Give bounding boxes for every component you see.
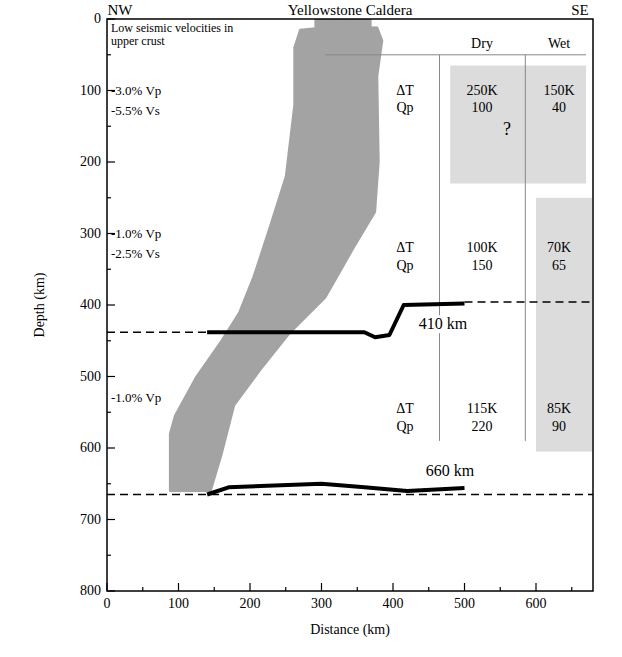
table-value: 150K xyxy=(543,83,574,98)
column-header: Wet xyxy=(548,36,570,51)
velocity-anomaly: -2.5% Vs xyxy=(111,246,160,260)
tick xyxy=(214,587,215,591)
question-mark: ? xyxy=(503,120,511,140)
table-value: 85K xyxy=(547,401,571,416)
tick xyxy=(107,376,115,377)
tick-label: 0 xyxy=(94,11,101,26)
tick-label: 0 xyxy=(104,596,111,611)
tick-label: 600 xyxy=(80,440,101,455)
annotation: Low seismic velocities in upper crust xyxy=(111,22,261,48)
tick-label: 600 xyxy=(526,596,547,611)
tick xyxy=(107,340,111,341)
discontinuity-410 xyxy=(107,302,593,337)
shaded-region xyxy=(450,66,586,184)
table-value: 100 xyxy=(472,101,493,116)
table-value: 115K xyxy=(467,401,498,416)
tick xyxy=(107,590,115,591)
tick xyxy=(107,54,111,55)
tick xyxy=(500,587,501,591)
tick xyxy=(535,583,536,591)
tick xyxy=(107,18,115,19)
plot-frame xyxy=(107,19,593,591)
tick-label: 700 xyxy=(80,512,101,527)
table-value: 40 xyxy=(552,101,566,116)
tick-label: 400 xyxy=(80,297,101,312)
tick xyxy=(178,583,179,591)
tick-label: 800 xyxy=(80,583,101,598)
compass-label: SE xyxy=(571,2,589,19)
tick-label: 200 xyxy=(240,596,261,611)
row-header: ΔT xyxy=(396,401,414,416)
velocity-anomaly: -1.0% Vp xyxy=(111,391,161,405)
table-value: 70K xyxy=(547,240,571,255)
tick xyxy=(107,555,111,556)
column-header: Dry xyxy=(471,36,493,51)
table-value: 150 xyxy=(472,258,493,273)
tick xyxy=(142,587,143,591)
row-header: ΔT xyxy=(396,83,414,98)
tick-label: 500 xyxy=(80,369,101,384)
tick-label: 300 xyxy=(311,596,332,611)
row-header: Qp xyxy=(396,258,413,273)
tick xyxy=(571,587,572,591)
tick xyxy=(107,269,111,270)
row-header: Qp xyxy=(396,101,413,116)
tick xyxy=(428,587,429,591)
compass-label: NW xyxy=(108,2,133,19)
tick xyxy=(392,583,393,591)
axis-title: Distance (km) xyxy=(310,622,390,637)
table-value: 250K xyxy=(466,83,497,98)
title: Yellowstone Caldera xyxy=(288,2,413,19)
tick xyxy=(107,304,115,305)
plume xyxy=(170,26,382,491)
tick xyxy=(464,583,465,591)
table-lines xyxy=(325,55,586,441)
tick xyxy=(107,483,111,484)
axis-title: Depth (km) xyxy=(32,273,47,338)
table-value: 220 xyxy=(472,419,493,434)
tick xyxy=(107,197,111,198)
boundary-label: 410 km xyxy=(417,316,469,334)
tick-label: 500 xyxy=(454,596,475,611)
tick-label: 100 xyxy=(80,83,101,98)
shaded-region xyxy=(536,198,592,452)
discontinuity-660 xyxy=(107,484,593,495)
tick xyxy=(249,583,250,591)
row-header: ΔT xyxy=(396,240,414,255)
boundary-label: 660 km xyxy=(426,462,474,480)
tick xyxy=(107,447,115,448)
tick xyxy=(107,161,115,162)
velocity-anomaly: -3.0% Vp xyxy=(111,83,161,97)
tick xyxy=(321,583,322,591)
tick-label: 200 xyxy=(80,154,101,169)
table-value: 90 xyxy=(552,419,566,434)
caldera-bar xyxy=(314,19,371,28)
tick-label: 400 xyxy=(383,596,404,611)
axis-ticks xyxy=(107,19,572,591)
tick xyxy=(285,587,286,591)
velocity-anomaly: -1.0% Vp xyxy=(111,226,161,240)
tick xyxy=(357,587,358,591)
table-value: 100K xyxy=(466,240,497,255)
row-header: Qp xyxy=(396,419,413,434)
tick-label: 100 xyxy=(168,596,189,611)
tick xyxy=(107,412,111,413)
tick xyxy=(107,519,115,520)
tick xyxy=(107,126,111,127)
table-value: 65 xyxy=(552,258,566,273)
velocity-anomaly: -5.5% Vs xyxy=(111,103,160,117)
tick-label: 300 xyxy=(80,226,101,241)
tick xyxy=(106,583,107,591)
